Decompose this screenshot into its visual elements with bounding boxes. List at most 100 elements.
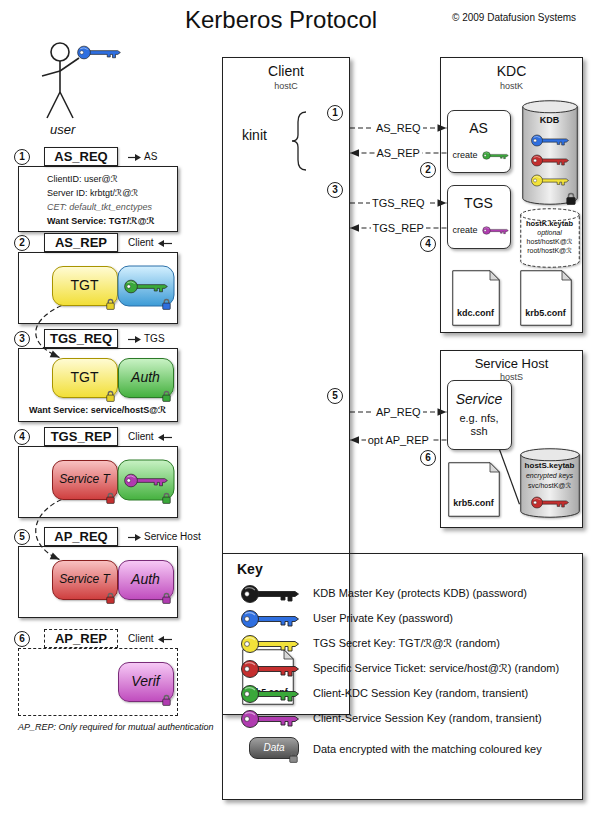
label-text: user <box>50 122 75 138</box>
node-text: KDB <box>540 115 560 126</box>
callout-number: 5 <box>327 388 343 404</box>
encrypted-data: Service T <box>52 460 118 500</box>
encrypted-data: Auth <box>118 358 174 398</box>
message-box: AP_REQService TAuth <box>18 546 178 618</box>
direction-line <box>163 243 172 244</box>
host-box: Service HosthostSServicee.g. nfs, sshkrb… <box>440 350 583 528</box>
direction-line <box>163 639 172 640</box>
message-box: TGS_REQWant Service: service/hostS@ℛTGTA… <box>18 348 178 422</box>
file-outline <box>452 270 499 325</box>
node-text: Auth <box>131 571 160 588</box>
figure-arm <box>60 58 79 71</box>
keytab-cylinder: hostK.keytaboptionalhost/hostK@ℛroot/hos… <box>520 208 580 268</box>
callout-number: 4 <box>420 236 436 252</box>
direction-line <box>163 437 172 438</box>
title: Kerberos Protocol <box>185 6 377 35</box>
key-swatch <box>239 634 301 654</box>
label-text: Client <box>128 237 154 249</box>
key-icon <box>242 611 299 628</box>
cylinder-body <box>520 214 579 267</box>
message-box: TGS_REPService T <box>18 446 178 518</box>
node-text: TGT <box>71 369 99 386</box>
legend-text: User Private Key (password) <box>313 612 453 625</box>
encrypted-pill <box>118 266 174 306</box>
file-outline <box>520 270 571 325</box>
arrow-head <box>50 552 60 559</box>
callout-number: 6 <box>14 631 30 647</box>
callout-number: 1 <box>14 149 30 165</box>
encrypted-data: TGT <box>52 358 118 398</box>
label-text: Client <box>128 431 154 443</box>
node-text: hostK <box>500 81 523 92</box>
node-text: Want Service: service/hostS@ℛ <box>29 405 166 416</box>
cylinder-body <box>520 454 579 517</box>
key-swatch <box>239 584 301 604</box>
node-text: kdc.conf <box>457 308 494 319</box>
label-text: TGS <box>144 333 165 345</box>
legend-text: Data encrypted with the matching coloure… <box>313 743 542 756</box>
figure-leg <box>60 92 73 118</box>
user-figure <box>42 43 79 118</box>
node-text: Auth <box>131 369 160 386</box>
key-icon <box>242 711 299 728</box>
arrow-head <box>158 240 164 247</box>
key-swatch <box>239 684 301 704</box>
arrow-head <box>158 434 164 441</box>
legend-text: Client-Service Session Key (random, tran… <box>313 712 542 725</box>
message-name: AP_REP <box>44 629 118 648</box>
node-text: hostC <box>274 81 298 92</box>
config-file: krb5.conf <box>520 270 572 326</box>
key-swatch <box>239 609 301 629</box>
database-cylinder: KDB <box>522 100 578 205</box>
session-key <box>125 280 168 293</box>
brace <box>292 112 306 170</box>
encrypted-pill <box>118 460 174 500</box>
node-text: Service T <box>59 572 110 586</box>
node-text: AS <box>469 120 488 137</box>
arrow-head <box>350 436 359 444</box>
node-text: Service Host <box>475 356 549 372</box>
node-text: TGS <box>464 195 493 212</box>
node-text: Key <box>237 561 263 578</box>
label-text: Service Host <box>144 531 201 543</box>
cylinder-body <box>522 106 577 203</box>
node-text: host/hostK@ℛ <box>527 238 573 246</box>
message-box: AS_REPTGT <box>18 252 178 324</box>
callout-number: 2 <box>420 162 436 178</box>
node-text: encrypted keys <box>526 472 573 480</box>
cylinder-top <box>520 448 579 460</box>
node-text: root/hostK@ℛ <box>527 247 572 255</box>
arrow-head <box>135 534 141 541</box>
node-text: ClientID: user@ℛ <box>47 174 118 185</box>
file-fold <box>490 270 499 279</box>
arrow-head <box>135 336 141 343</box>
direction-line <box>128 339 136 340</box>
callout-number: 3 <box>327 182 343 198</box>
node-text: krb5.conf <box>525 308 566 319</box>
node-text: Want Service: TGT/ℛ@ℛ <box>47 216 155 227</box>
database-cylinder: hostS.keytabencrypted keys svc/hostK@ℛ <box>520 448 580 518</box>
service-box: TGS create <box>447 185 511 249</box>
encrypted-data: Service T <box>52 560 118 600</box>
arrow-label: AS_REP <box>375 147 422 159</box>
node-text: CET: default_tkt_enctypes <box>47 202 152 213</box>
node-text: hostS.keytab <box>525 461 575 471</box>
label-text: Client <box>128 633 154 645</box>
message-arrow <box>500 450 520 505</box>
arrow-head <box>350 149 359 157</box>
user-key <box>78 46 121 59</box>
callout-number: 1 <box>327 105 343 121</box>
key-swatch <box>239 709 301 729</box>
legend-text: Client-KDC Session Key (random, transien… <box>313 687 528 700</box>
config-file: kdc.conf <box>452 270 500 326</box>
cylinder-top <box>522 100 577 112</box>
node-text: svc/hostK@ℛ <box>528 482 571 490</box>
node-text: create <box>453 225 478 236</box>
legend-text: TGS Secret Key: TGT/ℛ@ℛ (random) <box>313 637 500 650</box>
encrypted-data: Auth <box>118 560 174 600</box>
label-text: © 2009 Datafusion Systems <box>452 12 576 24</box>
arrow-label: opt AP_REP <box>366 434 431 446</box>
direction-line <box>128 157 136 158</box>
lock-icon <box>163 300 171 310</box>
file-fold <box>562 270 571 279</box>
